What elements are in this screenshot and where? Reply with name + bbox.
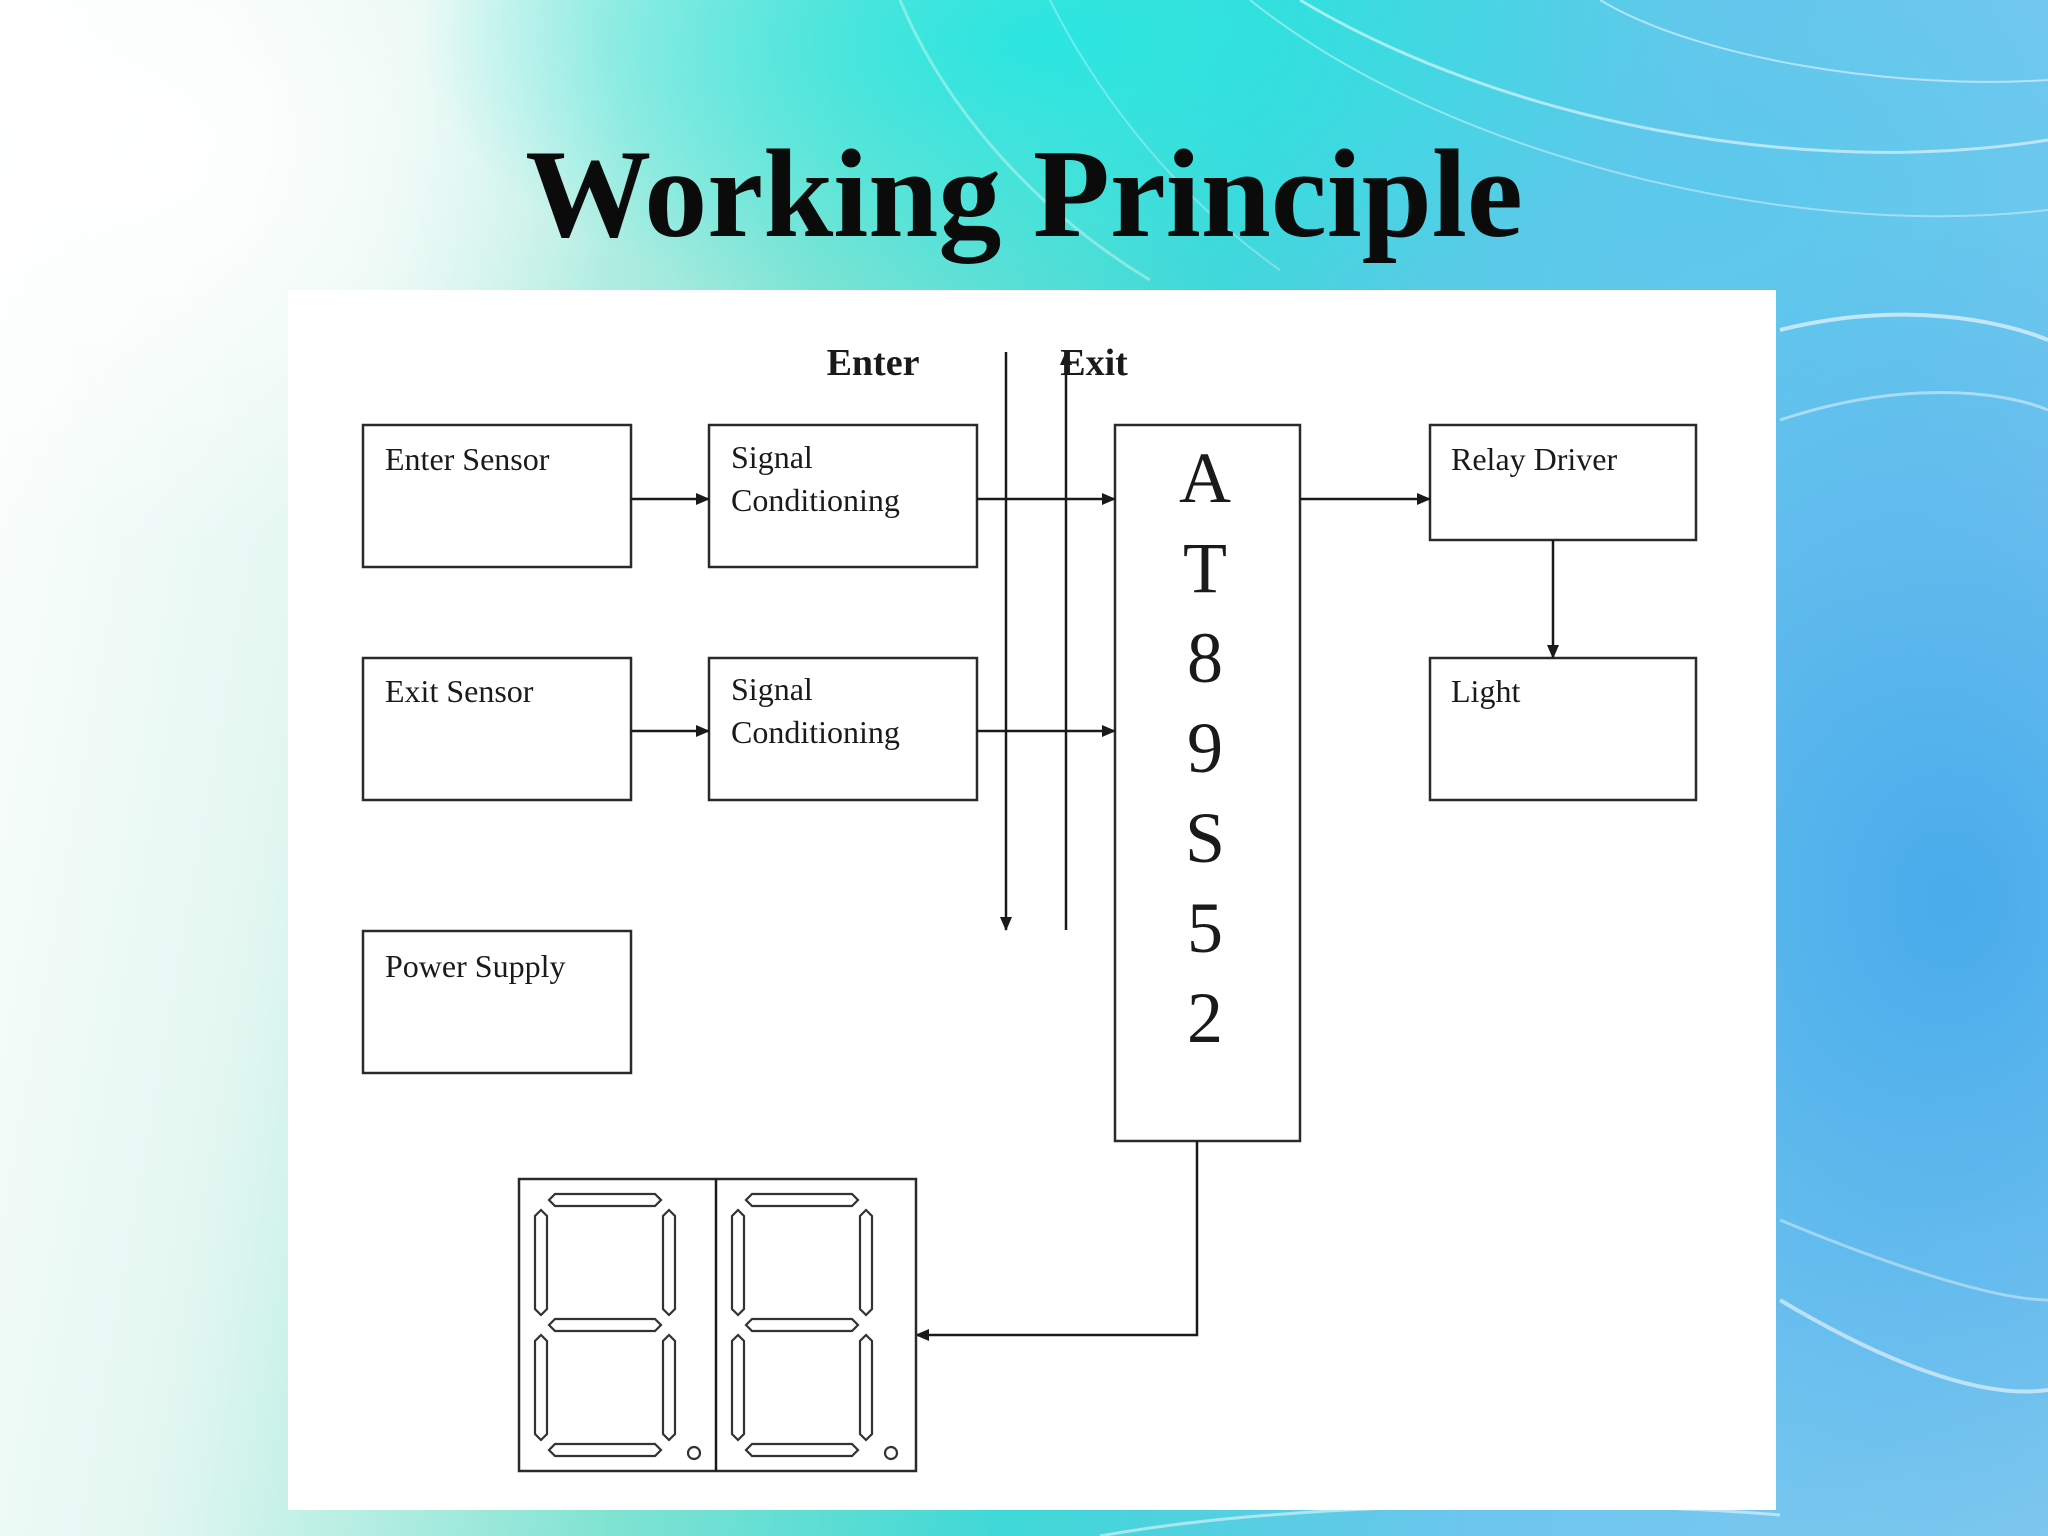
exit-flow-label: Exit — [1060, 342, 1128, 384]
display-digit-1 — [533, 1192, 702, 1461]
exit-sensor-label: Exit Sensor — [385, 673, 534, 709]
mcu-char-9: 9 — [1187, 708, 1223, 788]
segment-lower-right — [858, 1333, 874, 1442]
mcu-char-2: 2 — [1187, 978, 1223, 1058]
light-label: Light — [1451, 673, 1520, 709]
diagram-panel: Enter Exit Enter Sensor Signal Condition… — [288, 290, 1776, 1510]
enter-sensor-block: Enter Sensor — [361, 423, 633, 569]
slide-title: Working Principle — [525, 125, 1523, 264]
display-frame — [517, 1177, 918, 1473]
mcu-char-a: A — [1179, 438, 1231, 518]
segment-decimal-point — [883, 1445, 899, 1461]
mcu-to-display-arrow — [915, 1141, 1199, 1341]
signal-conditioning-2-line1: Signal — [731, 671, 813, 707]
enter-flow-label: Enter — [827, 342, 920, 384]
segment-decimal-point — [686, 1445, 702, 1461]
mcu-char-t: T — [1183, 528, 1227, 608]
mcu-char-8: 8 — [1187, 618, 1223, 698]
relay-driver-block: Relay Driver — [1428, 423, 1698, 542]
signal-conditioning-1-block: Signal Conditioning — [707, 423, 979, 569]
segment-top — [744, 1192, 860, 1208]
segment-bottom — [547, 1442, 663, 1458]
enter-sensor-label: Enter Sensor — [385, 441, 550, 477]
segment-upper-right — [858, 1208, 874, 1317]
signal-conditioning-2-block: Signal Conditioning — [707, 656, 979, 802]
signal-conditioning-1-line1: Signal — [731, 439, 813, 475]
segment-upper-right — [661, 1208, 677, 1317]
segment-upper-left — [533, 1208, 549, 1317]
power-supply-label: Power Supply — [385, 948, 565, 984]
segment-lower-left — [533, 1333, 549, 1442]
signal-conditioning-1-line2: Conditioning — [731, 482, 900, 518]
segment-bottom — [744, 1442, 860, 1458]
block-diagram: Enter Exit Enter Sensor Signal Condition… — [361, 342, 1698, 1473]
segment-lower-left — [730, 1333, 746, 1442]
segment-lower-right — [661, 1333, 677, 1442]
light-block: Light — [1428, 656, 1698, 802]
segment-middle — [744, 1317, 860, 1333]
mcu-char-5: 5 — [1187, 888, 1223, 968]
segment-top — [547, 1192, 663, 1208]
relay-driver-label: Relay Driver — [1451, 441, 1618, 477]
microcontroller-block: A T 8 9 S 5 2 — [1113, 423, 1302, 1143]
segment-upper-left — [730, 1208, 746, 1317]
power-supply-block: Power Supply — [361, 929, 633, 1075]
mcu-char-s: S — [1185, 798, 1225, 878]
display-digit-2 — [730, 1192, 899, 1461]
signal-conditioning-2-line2: Conditioning — [731, 714, 900, 750]
exit-sensor-block: Exit Sensor — [361, 656, 633, 802]
seven-segment-display — [517, 1177, 918, 1473]
segment-middle — [547, 1317, 663, 1333]
